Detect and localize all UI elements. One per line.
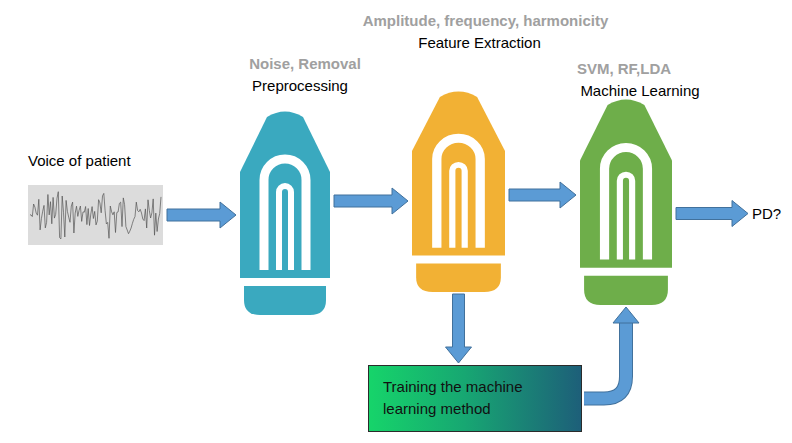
- output-label: PD?: [752, 205, 781, 222]
- process-stage: SVM, RF,LDAMachine Learning: [580, 98, 672, 305]
- box-text: Training the machine learning method: [369, 366, 581, 430]
- block-arrow: [676, 201, 748, 227]
- block-arrow: [509, 182, 576, 208]
- stage-title: Voice of patient: [28, 152, 131, 170]
- stage-title: Preprocessing: [252, 77, 348, 95]
- block-arrow: [334, 188, 408, 214]
- result-text: PD?: [752, 205, 781, 222]
- stage-title: Feature Extraction: [418, 34, 541, 52]
- process-stage: Noise, RemovalPreprocessing: [240, 110, 330, 315]
- stage-title: Machine Learning: [580, 82, 699, 100]
- method-caption: SVM, RF,LDA: [577, 60, 671, 78]
- pencil-shape: [240, 110, 330, 315]
- method-caption: Amplitude, frequency, harmonicity: [363, 12, 609, 30]
- pencil-shape: [580, 98, 672, 305]
- curved-arrow: [584, 307, 639, 399]
- block-arrow: [167, 202, 236, 228]
- training-box: Training the machine learning method: [368, 365, 582, 432]
- voice-signal: Voice of patient: [28, 185, 163, 245]
- waveform-image: [28, 185, 163, 245]
- method-caption: Noise, Removal: [249, 55, 361, 73]
- process-stage: Amplitude, frequency, harmonicityFeature…: [412, 90, 505, 292]
- pencil-shape: [412, 90, 505, 292]
- block-arrow: [446, 294, 472, 363]
